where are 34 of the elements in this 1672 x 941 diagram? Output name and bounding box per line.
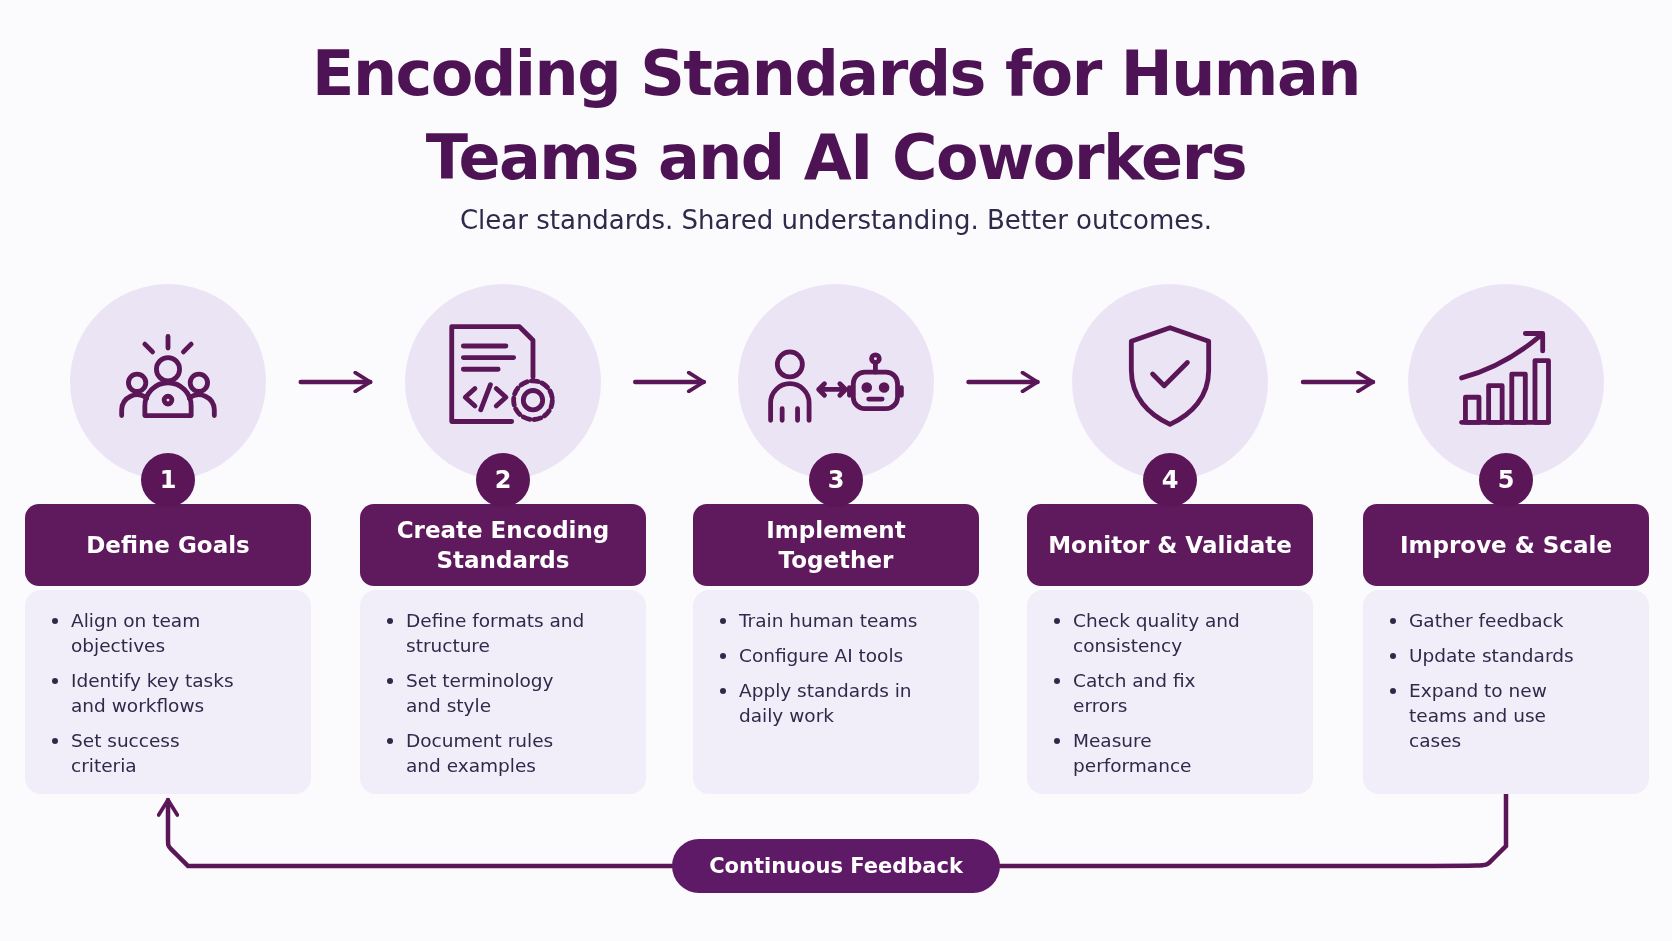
bullet-text: Measure performance <box>1073 730 1192 776</box>
bullet-text: Catch and fix errors <box>1073 670 1196 716</box>
bullet-text: Configure AI tools <box>739 645 904 666</box>
title: Encoding Standards for Human Teams and AI Coworkers <box>311 36 1361 196</box>
step-header: Monitor & Validate <box>1027 504 1313 586</box>
bullet-text: Define formats and structure <box>406 610 585 656</box>
feedback-loop-line <box>156 797 675 869</box>
feedback-loop-line <box>997 791 1509 869</box>
arrow <box>1300 370 1376 394</box>
subtitle: Clear standards. Shared understanding. Better outcomes. <box>458 205 1214 235</box>
bullet-text: Document rules and examples <box>406 730 554 776</box>
arrow <box>633 370 706 394</box>
step-card <box>360 590 646 794</box>
step-header: Implement Together <box>693 504 979 586</box>
step-card <box>1363 590 1649 794</box>
feedback-pill: Continuous Feedback <box>672 839 1000 893</box>
step-header: Improve & Scale <box>1363 504 1649 586</box>
bullet-text: Expand to new teams and use cases <box>1409 680 1547 751</box>
bullet-text: Align on team objectives <box>71 610 201 656</box>
step-header: Create Encoding Standards <box>360 504 646 586</box>
arrow <box>298 370 373 394</box>
bullet-text: Apply standards in daily work <box>739 680 912 726</box>
step-card <box>25 590 311 794</box>
bullet-text: Set terminology and style <box>406 670 554 716</box>
step-header: Define Goals <box>25 504 311 586</box>
bullet-text: Gather feedback <box>1409 610 1564 631</box>
bullet-text: Check quality and consistency <box>1073 610 1240 656</box>
bullet-text: Identify key tasks and workflows <box>71 670 234 716</box>
bullet-text: Train human teams <box>739 610 918 631</box>
bullet-text: Update standards <box>1409 645 1574 666</box>
bullet-text: Set success criteria <box>71 730 180 776</box>
step-card <box>693 590 979 794</box>
arrow <box>966 370 1040 394</box>
step-card <box>1027 590 1313 794</box>
